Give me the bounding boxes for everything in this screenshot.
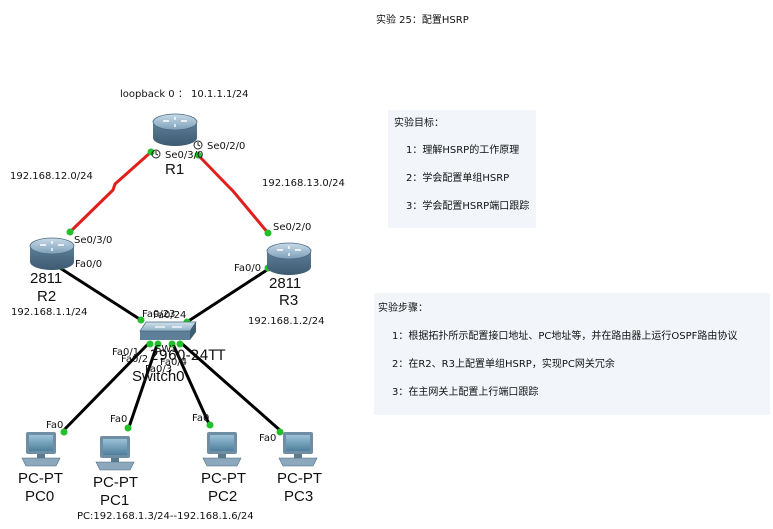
- link-sw-pc3: [179, 340, 283, 434]
- r3-ip-label: 192.168.1.2/24: [248, 316, 325, 327]
- sw-port4-label: Fa0/4: [160, 357, 187, 368]
- router-r2-icon[interactable]: [29, 237, 75, 270]
- pc3-port-label: Fa0: [259, 433, 276, 444]
- r3-fa-label: Fa0/0: [234, 263, 261, 274]
- goal-item: 2：学会配置单组HSRP: [406, 173, 510, 184]
- link-r2-sw: [59, 266, 142, 322]
- pc3-name: PC3: [284, 488, 313, 505]
- r2-fa-label: Fa0/0: [75, 259, 102, 270]
- r2-serial-label: Se0/3/0: [74, 235, 112, 246]
- pc2-name: PC2: [208, 488, 237, 505]
- pc2-icon[interactable]: [202, 432, 242, 467]
- pc1-name: PC1: [100, 492, 129, 509]
- sw-port24-label: Fa0/24: [153, 310, 186, 321]
- clock-icon: [151, 140, 203, 159]
- step-item: 1：根据拓扑所示配置接口地址、PC地址等，并在路由器上运行OSPF路由协议: [392, 331, 738, 342]
- r1-if-left-label: Se0/3/0: [165, 150, 203, 161]
- port-dots: [58, 148, 284, 436]
- r3-model: 2811: [269, 275, 301, 292]
- r3-serial-label: Se0/2/0: [273, 222, 311, 233]
- pc-range-label: PC:192.168.1.3/24--192.168.1.6/24: [77, 511, 254, 522]
- pc0-port-label: Fa0: [46, 420, 63, 431]
- sw-port3-label: Fa0/3: [145, 364, 172, 375]
- loopback-label: loopback 0 ： 10.1.1.1/24: [120, 89, 248, 100]
- switch-icon[interactable]: [139, 321, 197, 340]
- sw-port1-label: Fa0/1: [112, 347, 139, 358]
- pc1-model: PC-PT: [93, 474, 138, 491]
- r1-if-right-label: Se0/2/0: [207, 141, 245, 152]
- r2-ip-label: 192.168.1.1/24: [11, 307, 88, 318]
- pc2-model: PC-PT: [201, 470, 246, 487]
- link-sw-pc0: [60, 340, 152, 434]
- pc3-model: PC-PT: [277, 470, 322, 487]
- pc0-model: PC-PT: [18, 470, 63, 487]
- net-13-label: 192.168.13.0/24: [262, 178, 345, 189]
- sw-model: 2960-24TT: [150, 348, 226, 364]
- pc0-name: PC0: [25, 488, 54, 505]
- steps-panel: 实验步骤： 1：根据拓扑所示配置接口地址、PC地址等，并在路由器上运行OSPF路…: [374, 293, 770, 415]
- switch-name: Switch0: [132, 368, 185, 385]
- goal-item: 1：理解HSRP的工作原理: [406, 145, 520, 156]
- router-r1-icon[interactable]: [152, 113, 198, 146]
- link-r3-sw: [186, 266, 271, 324]
- step-item: 3：在主网关上配置上行端口跟踪: [392, 387, 539, 398]
- page-title: 实验 25：配置HSRP: [376, 15, 469, 26]
- r1-name: R1: [165, 161, 184, 178]
- sw-port2-label: Fa0/2: [121, 354, 148, 365]
- sw-port23-label: Fa0/23: [142, 309, 175, 320]
- steps-header: 实验步骤：: [378, 303, 428, 314]
- goals-panel: 实验目标： 1：理解HSRP的工作原理 2：学会配置单组HSRP 3：学会配置H…: [388, 110, 536, 228]
- router-r3-icon[interactable]: [266, 242, 312, 275]
- r2-name: R2: [37, 288, 56, 305]
- serial-link-r1-r2: [68, 150, 152, 234]
- goal-item: 3：学会配置HSRP端口跟踪: [406, 201, 530, 212]
- sw-short-name: SW1: [155, 344, 178, 355]
- link-sw-pc1: [126, 341, 160, 431]
- step-item: 2：在R2、R3上配置单组HSRP，实现PC网关冗余: [392, 359, 615, 370]
- pc2-port-label: Fa0: [192, 413, 209, 424]
- goals-header: 实验目标：: [394, 118, 444, 129]
- pc3-icon[interactable]: [278, 432, 318, 467]
- net-12-label: 192.168.12.0/24: [10, 171, 93, 182]
- r2-model: 2811: [30, 270, 62, 287]
- pc0-icon[interactable]: [21, 432, 61, 467]
- r3-name: R3: [279, 292, 298, 309]
- link-sw-pc2: [170, 341, 212, 427]
- pc1-port-label: Fa0: [110, 414, 127, 425]
- pc1-icon[interactable]: [95, 436, 135, 471]
- serial-link-r1-r3: [196, 153, 270, 234]
